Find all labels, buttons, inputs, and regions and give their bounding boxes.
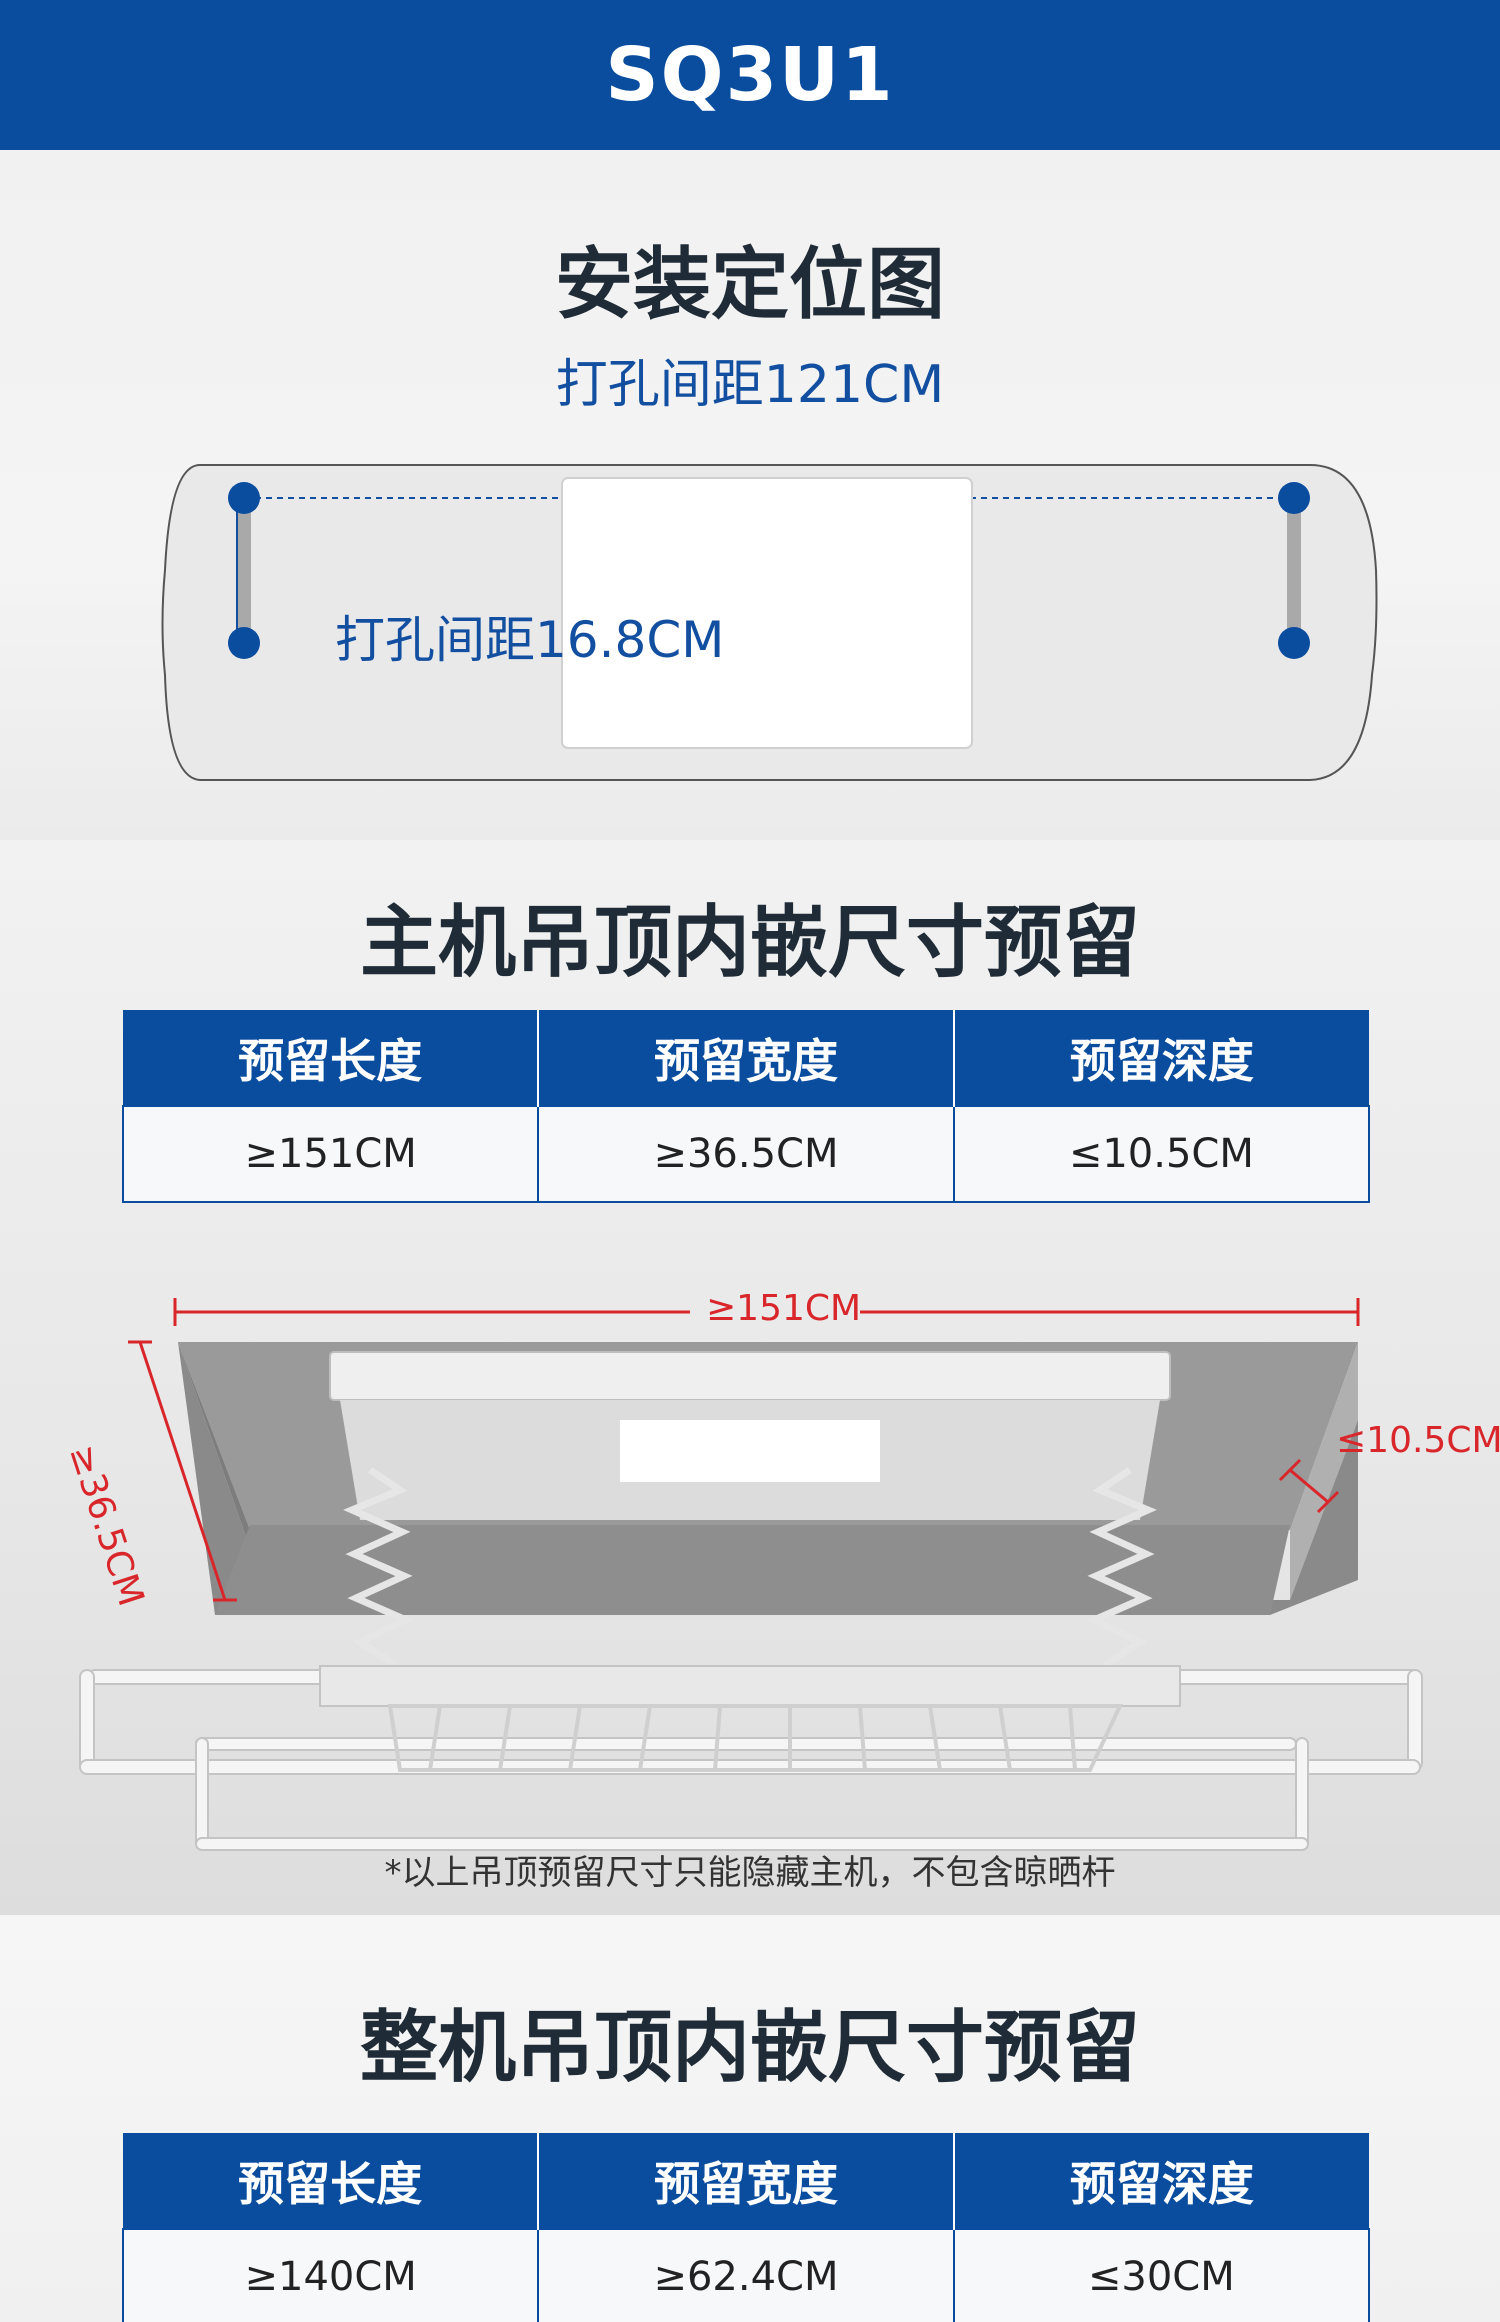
right-scissor-arm	[1085, 1467, 1157, 1668]
left-scissor-arm	[343, 1467, 415, 1668]
hole-bottom-right	[1278, 627, 1310, 659]
host-value-length: ≥151CM	[121, 1105, 540, 1203]
install-title: 安装定位图	[554, 240, 945, 330]
whole-header-length: 预留长度	[123, 2133, 540, 2229]
model-title: SQ3U1	[605, 32, 895, 118]
whole-value-length: ≥140CM	[121, 2228, 540, 2322]
host-note: *以上吊顶预留尺寸只能隐藏主机，不包含晾晒杆	[384, 1853, 1116, 1893]
host-title: 主机吊顶内嵌尺寸预留	[359, 898, 1140, 988]
right-rail	[1287, 498, 1301, 643]
recess-right-wall	[1290, 1342, 1358, 1600]
host-light	[620, 1420, 880, 1482]
diagram-length-label: ≥151CM	[706, 1288, 862, 1329]
hole-spacing-long-label: 打孔间距121CM	[555, 355, 945, 415]
diagram-depth-label: ≤10.5CM	[1336, 1420, 1500, 1461]
width-dimension-line	[138, 1341, 227, 1601]
whole-header-depth: 预留深度	[953, 2133, 1369, 2229]
host-header-width: 预留宽度	[538, 1010, 955, 1106]
whole-header-width: 预留宽度	[538, 2133, 955, 2229]
host-header-length: 预留长度	[123, 1010, 540, 1106]
depth-dimension-line	[1289, 1468, 1329, 1504]
install-section: 安装定位图 打孔间距121CM 打孔间距16.8CM	[0, 150, 1500, 840]
host-section: 主机吊顶内嵌尺寸预留 预留长度 预留宽度 预留深度 ≥151CM ≥36.5CM…	[0, 840, 1500, 1915]
whole-spec-table: 预留长度 预留宽度 预留深度 ≥140CM ≥62.4CM ≤30CM	[121, 2133, 1371, 2322]
hole-top-right	[1278, 482, 1310, 514]
host-value-depth: ≤10.5CM	[952, 1105, 1371, 1203]
install-diagram	[161, 464, 1378, 781]
hole-bottom-left	[228, 627, 260, 659]
host-unit-body	[329, 1351, 1171, 1401]
hole-top-left	[228, 482, 260, 514]
host-value-width: ≥36.5CM	[537, 1105, 955, 1203]
host-dimension-diagram	[128, 1298, 1360, 1668]
host-header-depth: 预留深度	[953, 1010, 1369, 1106]
drying-rack	[79, 1665, 1423, 1851]
whole-title: 整机吊顶内嵌尺寸预留	[359, 2003, 1140, 2093]
left-rail	[238, 498, 251, 643]
whole-section: 整机吊顶内嵌尺寸预留 预留长度 预留宽度 预留深度 ≥140CM ≥62.4CM…	[0, 1915, 1500, 2322]
whole-value-width: ≥62.4CM	[537, 2228, 955, 2322]
header-bar: SQ3U1	[0, 0, 1500, 150]
hole-spacing-short-label: 打孔间距16.8CM	[335, 611, 725, 669]
host-spec-table: 预留长度 预留宽度 预留深度 ≥151CM ≥36.5CM ≤10.5CM	[121, 1010, 1371, 1203]
whole-value-depth: ≤30CM	[952, 2228, 1371, 2322]
light-panel	[561, 477, 973, 749]
